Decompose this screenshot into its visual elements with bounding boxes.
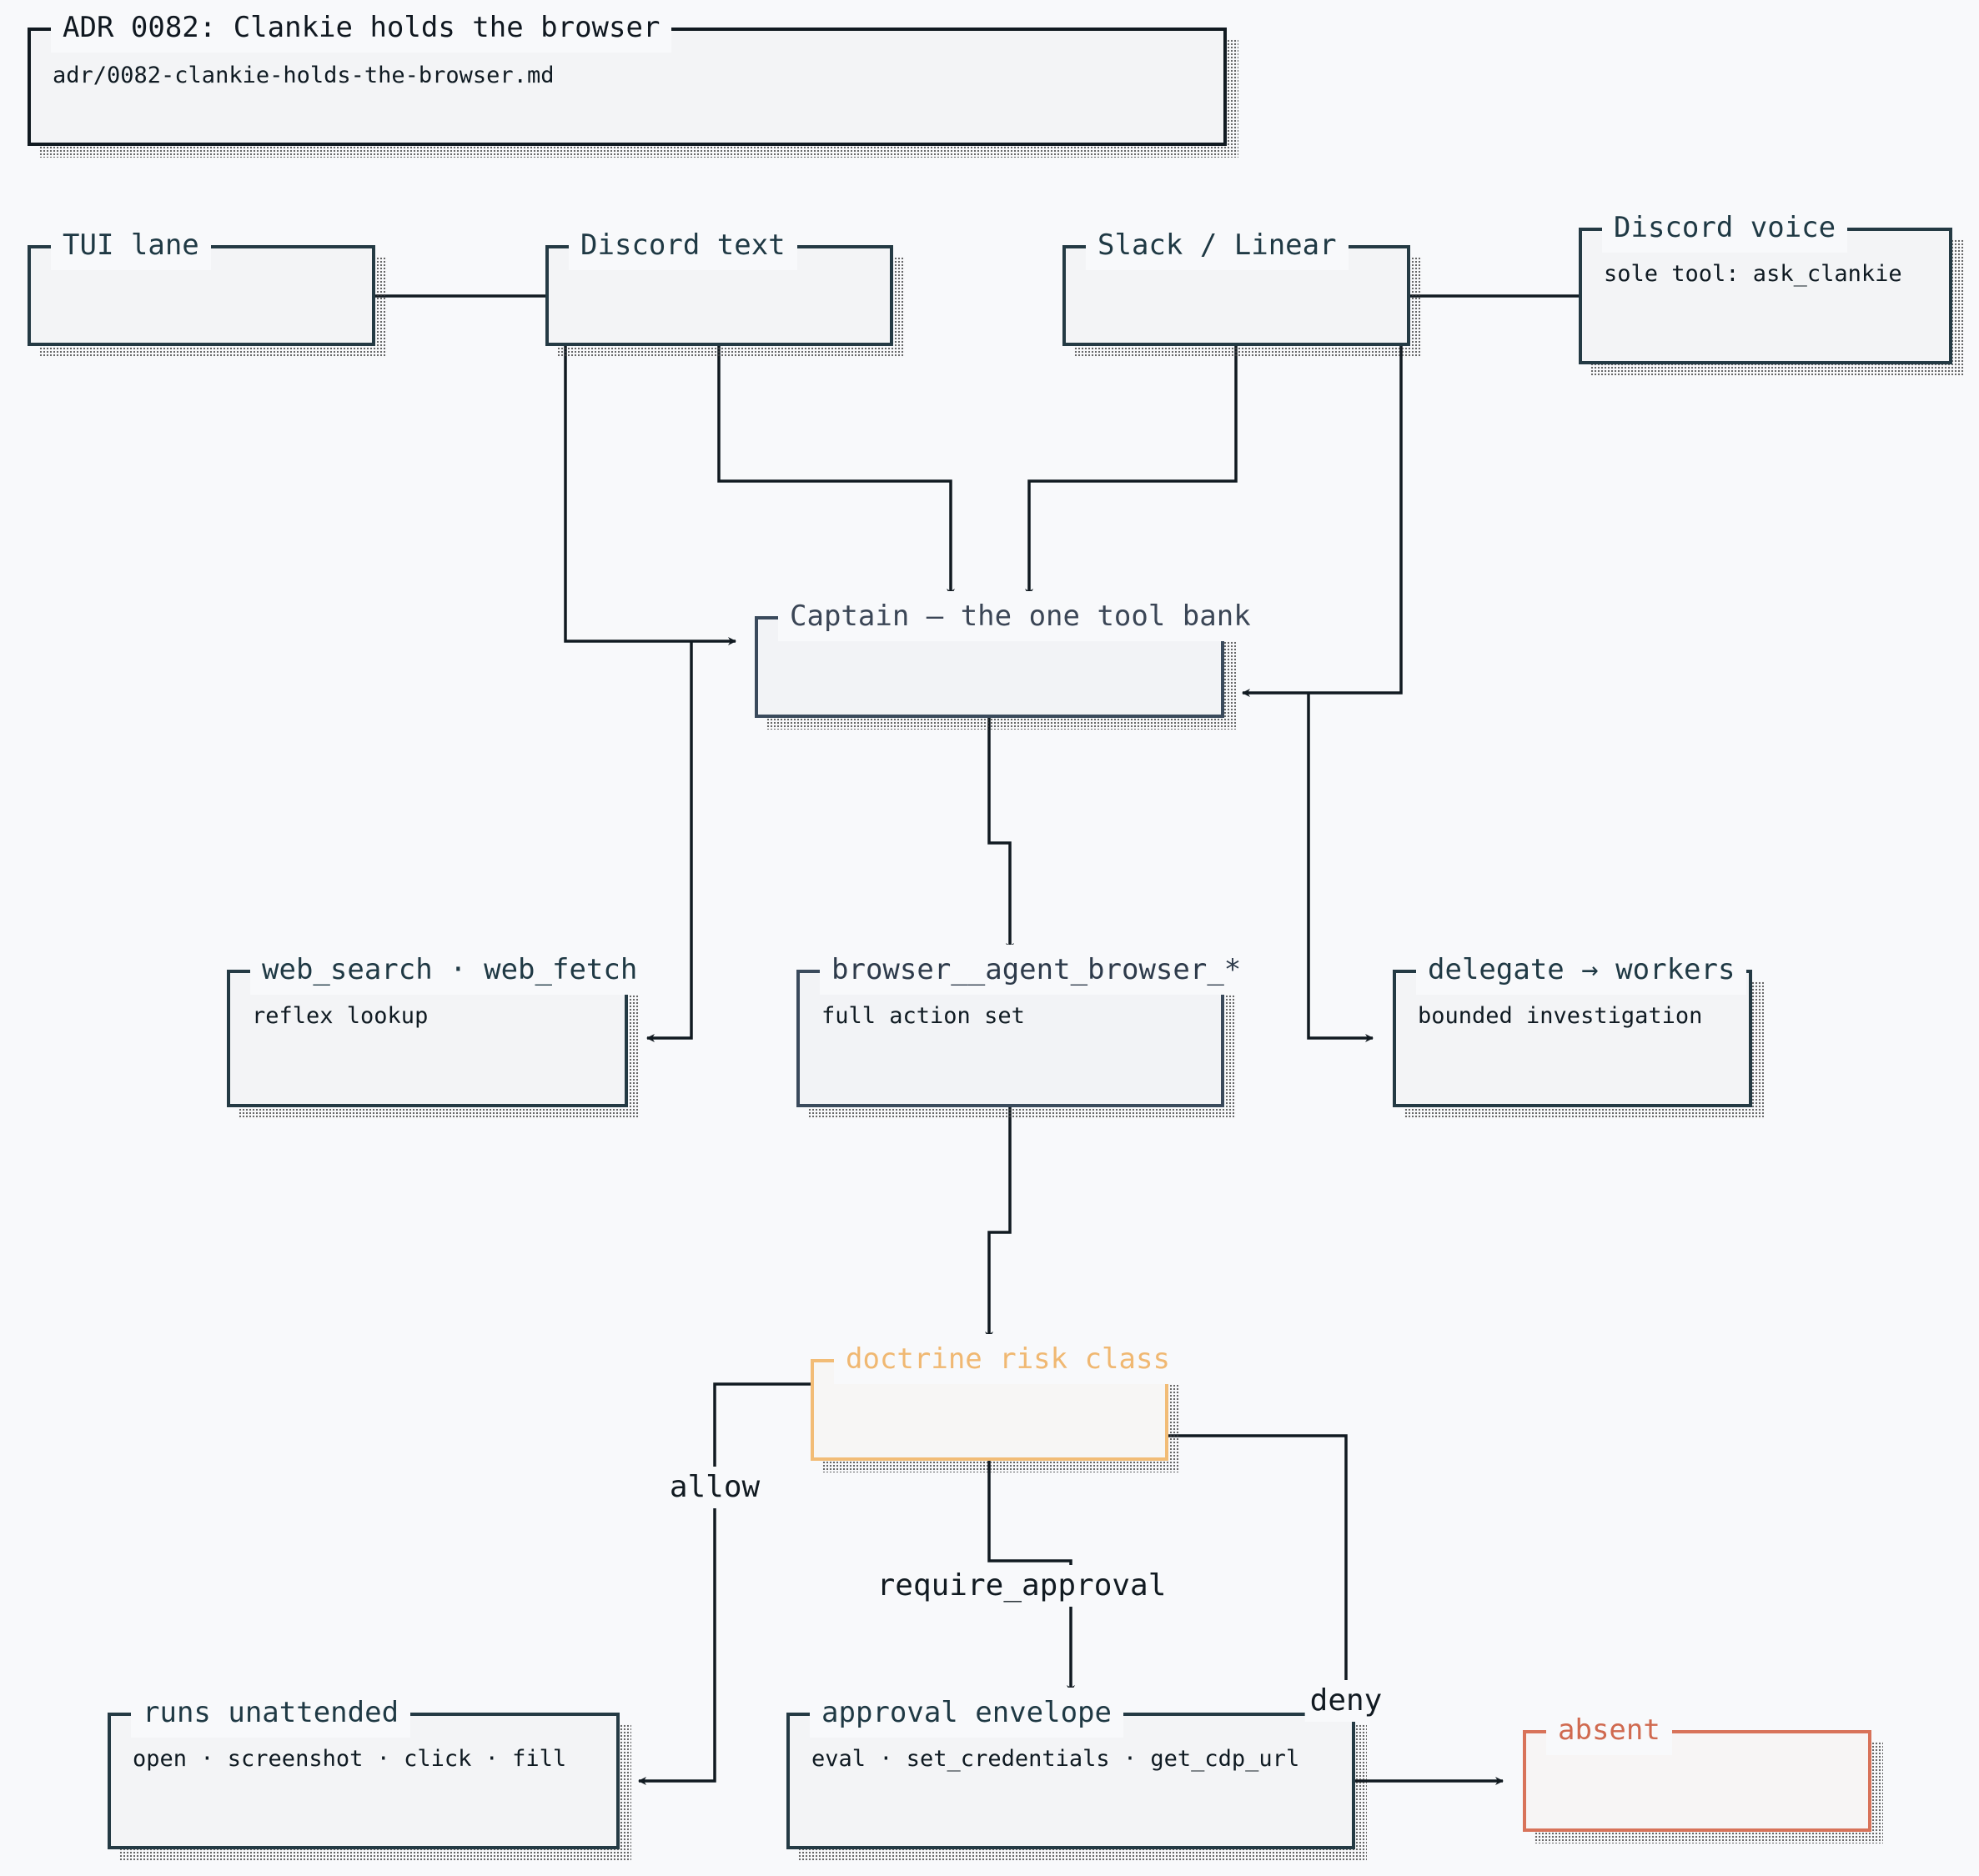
node-title: runs unattended (131, 1688, 411, 1738)
edge-label-allow: allow (664, 1467, 766, 1508)
node-title: TUI lane (51, 220, 211, 270)
node-title: Slack / Linear (1086, 220, 1349, 270)
web-tools-node: web_search · web_fetch reflex lookup (227, 945, 650, 1119)
node-title: absent (1546, 1705, 1672, 1755)
node-title: Discord voice (1602, 203, 1848, 253)
runs-unattended-node: runs unattended open · screenshot · clic… (108, 1688, 631, 1861)
edge-label-require-approval: require_approval (871, 1565, 1172, 1607)
node-subtitle: eval · set_credentials · get_cdp_url (811, 1746, 1300, 1772)
node-title: Captain — the one tool bank (778, 591, 1263, 641)
node-title: Discord text (569, 220, 797, 270)
edge-captain-web (646, 641, 693, 1042)
slack-linear-node: Slack / Linear (1062, 220, 1422, 358)
delegate-node: delegate → workers bounded investigation (1393, 945, 1764, 1119)
node-title: web_search · web_fetch (250, 945, 650, 995)
tui-lane-node: TUI lane (28, 220, 387, 358)
captain-node: Captain — the one tool bank (755, 591, 1263, 730)
node-title: delegate → workers (1416, 945, 1747, 995)
doctrine-node: doctrine risk class (811, 1334, 1182, 1472)
node-subtitle: full action set (821, 1003, 1025, 1029)
adr-node: ADR 0082: Clankie holds the browser adr/… (28, 3, 1238, 158)
node-subtitle: bounded investigation (1418, 1003, 1703, 1029)
edge-doctrine-unattended (638, 1382, 811, 1785)
node-title: approval envelope (810, 1688, 1123, 1738)
edge-captain-browser (987, 718, 1014, 951)
edge-captain-delegate (1307, 693, 1374, 1042)
node-title: browser__agent_browser_* (820, 945, 1253, 995)
node-subtitle: sole tool: ask_clankie (1604, 261, 1902, 287)
discord-text-node: Discord text (545, 220, 905, 358)
node-subtitle: open · screenshot · click · fill (133, 1746, 567, 1772)
edge-slack-captain-top (1025, 346, 1238, 597)
edge-doctrine-absent (1168, 1434, 1504, 1785)
diagram-title: ADR 0082: Clankie holds the browser (51, 3, 672, 53)
node-box (108, 1713, 620, 1849)
edge-label-deny: deny (1304, 1680, 1388, 1722)
edge-discord-text-captain-left (564, 346, 736, 645)
edge-discord-voice-captain (1242, 294, 1579, 697)
adr-file-path: adr/0082-clankie-holds-the-browser.md (53, 63, 555, 88)
node-subtitle: reflex lookup (252, 1003, 429, 1029)
discord-voice-node: Discord voice sole tool: ask_clankie (1579, 203, 1964, 376)
edge-doctrine-approval (987, 1461, 1075, 1693)
edge-discord-text-captain-top (717, 346, 955, 597)
approval-envelope-node: approval envelope eval · set_credentials… (786, 1688, 1367, 1861)
absent-node: absent (1523, 1705, 1883, 1843)
browser-tools-node: browser__agent_browser_* full action set (796, 945, 1253, 1119)
node-title: doctrine risk class (834, 1334, 1182, 1384)
edge-browser-doctrine (985, 1107, 1012, 1340)
